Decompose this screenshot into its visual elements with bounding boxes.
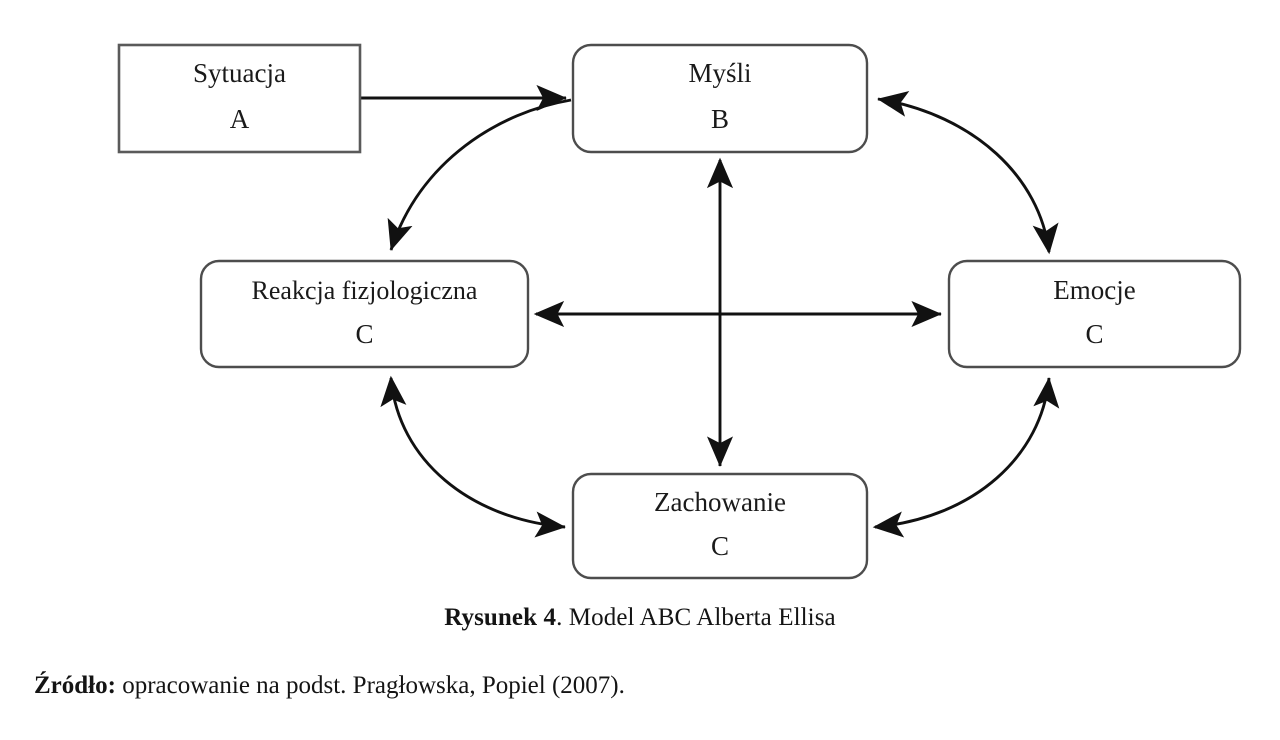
node-emocje-title: Emocje: [1053, 275, 1135, 305]
figure-caption-number: Rysunek 4: [444, 604, 557, 631]
node-sytuacja-title: Sytuacja: [193, 58, 286, 88]
node-emocje-letter: C: [1085, 319, 1103, 349]
node-sytuacja-letter: A: [230, 104, 250, 134]
node-sytuacja[interactable]: Sytuacja A: [117, 43, 362, 154]
node-reakcja[interactable]: Reakcja fizjologiczna C: [199, 259, 530, 369]
figure-caption-text: . Model ABC Alberta Ellisa: [556, 604, 836, 631]
connector-emocje-to-mysli: [877, 90, 1059, 255]
connector-mysli-to-reakcja: [387, 98, 572, 251]
node-mysli-letter: B: [711, 104, 729, 134]
figure-caption: Rysunek 4. Model ABC Alberta Ellisa: [0, 604, 1280, 632]
figure-source-label: Źródło:: [34, 672, 116, 699]
node-emocje[interactable]: Emocje C: [947, 259, 1242, 369]
figure-source-text: opracowanie na podst. Pragłowska, Popiel…: [115, 672, 625, 699]
node-reakcja-title: Reakcja fizjologiczna: [252, 276, 478, 305]
node-zachowanie-title: Zachowanie: [654, 487, 786, 517]
connector-reakcja-to-zachowanie: [380, 375, 566, 538]
node-reakcja-letter: C: [355, 319, 373, 349]
figure-source: Źródło: opracowanie na podst. Pragłowska…: [34, 672, 1234, 700]
node-zachowanie[interactable]: Zachowanie C: [571, 472, 869, 580]
abc-model-diagram: Sytuacja A Myśli B Reakcja fizjologiczna…: [117, 43, 1242, 580]
connector-zachowanie-to-emocje: [872, 377, 1060, 538]
node-mysli-title: Myśli: [688, 58, 751, 88]
node-mysli[interactable]: Myśli B: [571, 43, 869, 154]
node-zachowanie-letter: C: [711, 531, 729, 561]
